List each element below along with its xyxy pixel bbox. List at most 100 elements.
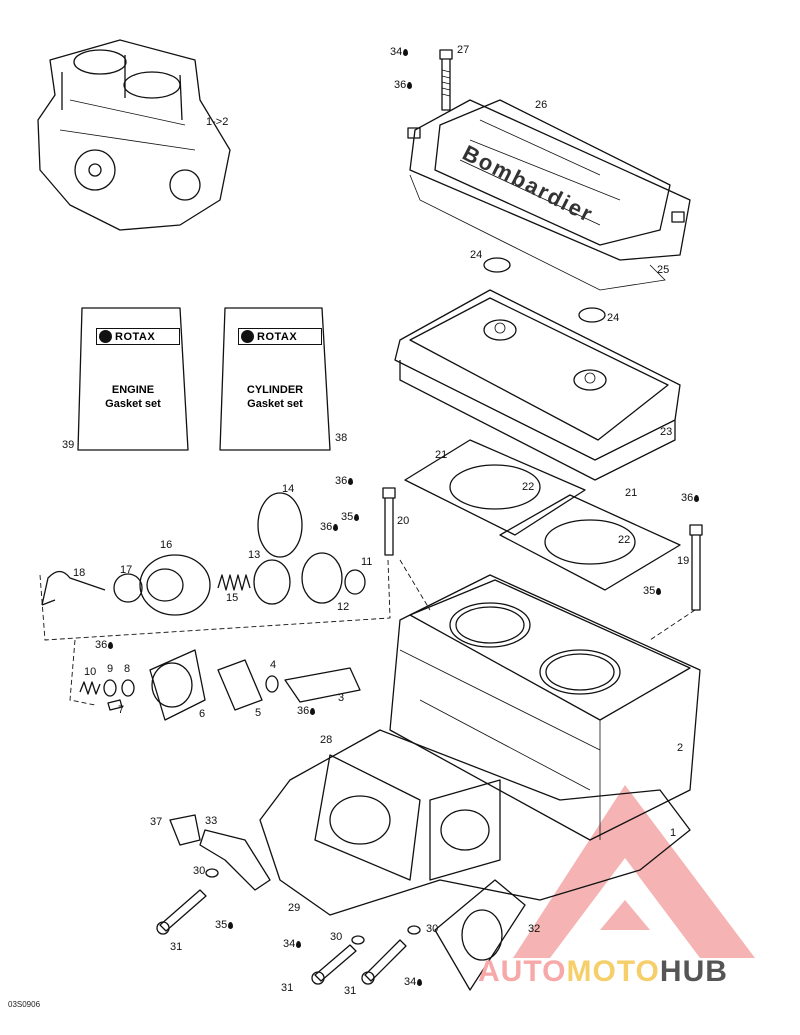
callout-number: 36: [335, 475, 348, 487]
callout-number: 31: [344, 985, 357, 997]
callout-number: 5: [255, 707, 262, 719]
callout-number: 27: [457, 44, 470, 56]
engine-gasket-kit-outline: [77, 307, 189, 451]
lubricant-drop-icon: [417, 979, 423, 986]
cylinder-head-cover-26: [407, 99, 691, 261]
o-ring-24a: [483, 257, 511, 273]
callout-number: 24: [607, 312, 620, 324]
bolt-31c: [361, 939, 407, 985]
callout-c30b: 30: [330, 932, 342, 943]
callout-number: 7: [118, 704, 125, 716]
engine-gasket-kit: ROTAX ENGINE Gasket set: [80, 308, 186, 450]
callout-c21b: 21: [625, 488, 637, 499]
callout-c24a: 24: [470, 250, 482, 261]
callout-number: 29: [288, 902, 301, 914]
kit-title-cylinder: CYLINDER: [246, 384, 304, 396]
callout-c14: 14: [282, 484, 294, 495]
callout-number: 34: [283, 938, 296, 950]
callout-number: 35: [215, 919, 228, 931]
callout-number: 33: [205, 815, 218, 827]
lubricant-drop-icon: [333, 524, 339, 531]
callout-number: 20: [397, 515, 410, 527]
callout-number: 2: [677, 742, 684, 754]
callout-number: 34: [404, 976, 417, 988]
kit-subtitle-engine: Gasket set: [105, 398, 161, 410]
callout-c6: 6: [199, 709, 205, 720]
callout-number: 31: [281, 982, 294, 994]
bolt-31a: [156, 889, 207, 935]
callout-number: 14: [282, 483, 295, 495]
callout-c8: 8: [124, 664, 130, 675]
callout-number: 30: [193, 865, 206, 877]
callout-c22b: 22: [618, 535, 630, 546]
screw-7: [107, 699, 123, 711]
callout-number: 31: [170, 941, 183, 953]
cover-gasket-25: [409, 174, 666, 291]
engine-assembly-thumbnail: [37, 39, 231, 231]
callout-c26: 26: [535, 100, 547, 111]
washer-30b: [351, 935, 365, 945]
washer-30a: [205, 868, 219, 878]
callout-number: 30: [330, 931, 343, 943]
kit-subtitle-cylinder: Gasket set: [247, 398, 303, 410]
callout-c37: 37: [150, 817, 162, 828]
callout-c34c: 34: [404, 976, 423, 988]
cylinder-head-23: [394, 289, 681, 481]
rotax-logo-icon: ROTAX: [96, 328, 180, 345]
shaft-3: [284, 667, 361, 703]
bracket-33: [199, 829, 271, 891]
callout-number: 4: [270, 659, 277, 671]
callout-c5: 5: [255, 708, 261, 719]
gasket-5: [217, 659, 263, 711]
callout-c28: 28: [320, 735, 332, 746]
callout-c30c: 30: [426, 924, 438, 935]
callout-c34a: 34: [390, 47, 409, 58]
callout-c30a: 30: [193, 866, 205, 877]
callout-c36d: 36: [320, 522, 339, 533]
cylinder-gasket-kit-outline: [219, 307, 331, 451]
washer-8: [121, 679, 135, 697]
callout-number: 35: [341, 511, 354, 523]
spring-clip-18: [41, 570, 106, 606]
callout-number: 1->2: [206, 116, 229, 128]
callout-c7: 7: [118, 705, 124, 716]
callout-c36c: 36: [681, 493, 700, 504]
fitting-37: [169, 814, 201, 846]
callout-number: 9: [107, 663, 114, 675]
cylinder-block-2: [389, 574, 701, 841]
callout-number: 35: [643, 585, 656, 597]
callout-c17: 17: [120, 565, 132, 576]
lubricant-drop-icon: [694, 495, 700, 502]
callout-c22a: 22: [522, 482, 534, 493]
callout-c19: 19: [677, 556, 689, 567]
callout-number: 21: [435, 449, 448, 461]
o-ring-14: [257, 492, 303, 558]
callout-number: 39: [62, 439, 75, 451]
lubricant-drop-icon: [310, 708, 316, 715]
o-ring-24b: [578, 307, 606, 323]
drawing-code: 03S0906: [8, 1000, 41, 1009]
o-ring-11: [344, 569, 366, 595]
callout-c34b: 34: [283, 938, 302, 950]
callout-number: 28: [320, 734, 333, 746]
o-ring-4: [265, 675, 279, 693]
callout-c29: 29: [288, 903, 300, 914]
callout-c25: 25: [657, 265, 669, 276]
pump-housing-6: [149, 649, 206, 721]
callout-number: 22: [522, 481, 535, 493]
watermark-part-a: AUTO: [478, 955, 567, 988]
callout-c24b: 24: [607, 313, 619, 324]
callout-c1to2: 1->2: [206, 117, 228, 128]
callout-c9: 9: [107, 664, 113, 675]
callout-c31b: 31: [281, 983, 293, 994]
callout-c36a: 36: [394, 80, 413, 91]
watermark-part-c: HUB: [659, 955, 728, 988]
lubricant-drop-icon: [656, 588, 662, 595]
callout-c35a: 35: [341, 511, 360, 523]
cylinder-gasket-kit: ROTAX CYLINDER Gasket set: [222, 308, 328, 450]
watermark-text: AUTOMOTOHUB: [478, 955, 728, 989]
callout-number: 36: [95, 639, 108, 651]
lubricant-drop-icon: [403, 49, 409, 56]
